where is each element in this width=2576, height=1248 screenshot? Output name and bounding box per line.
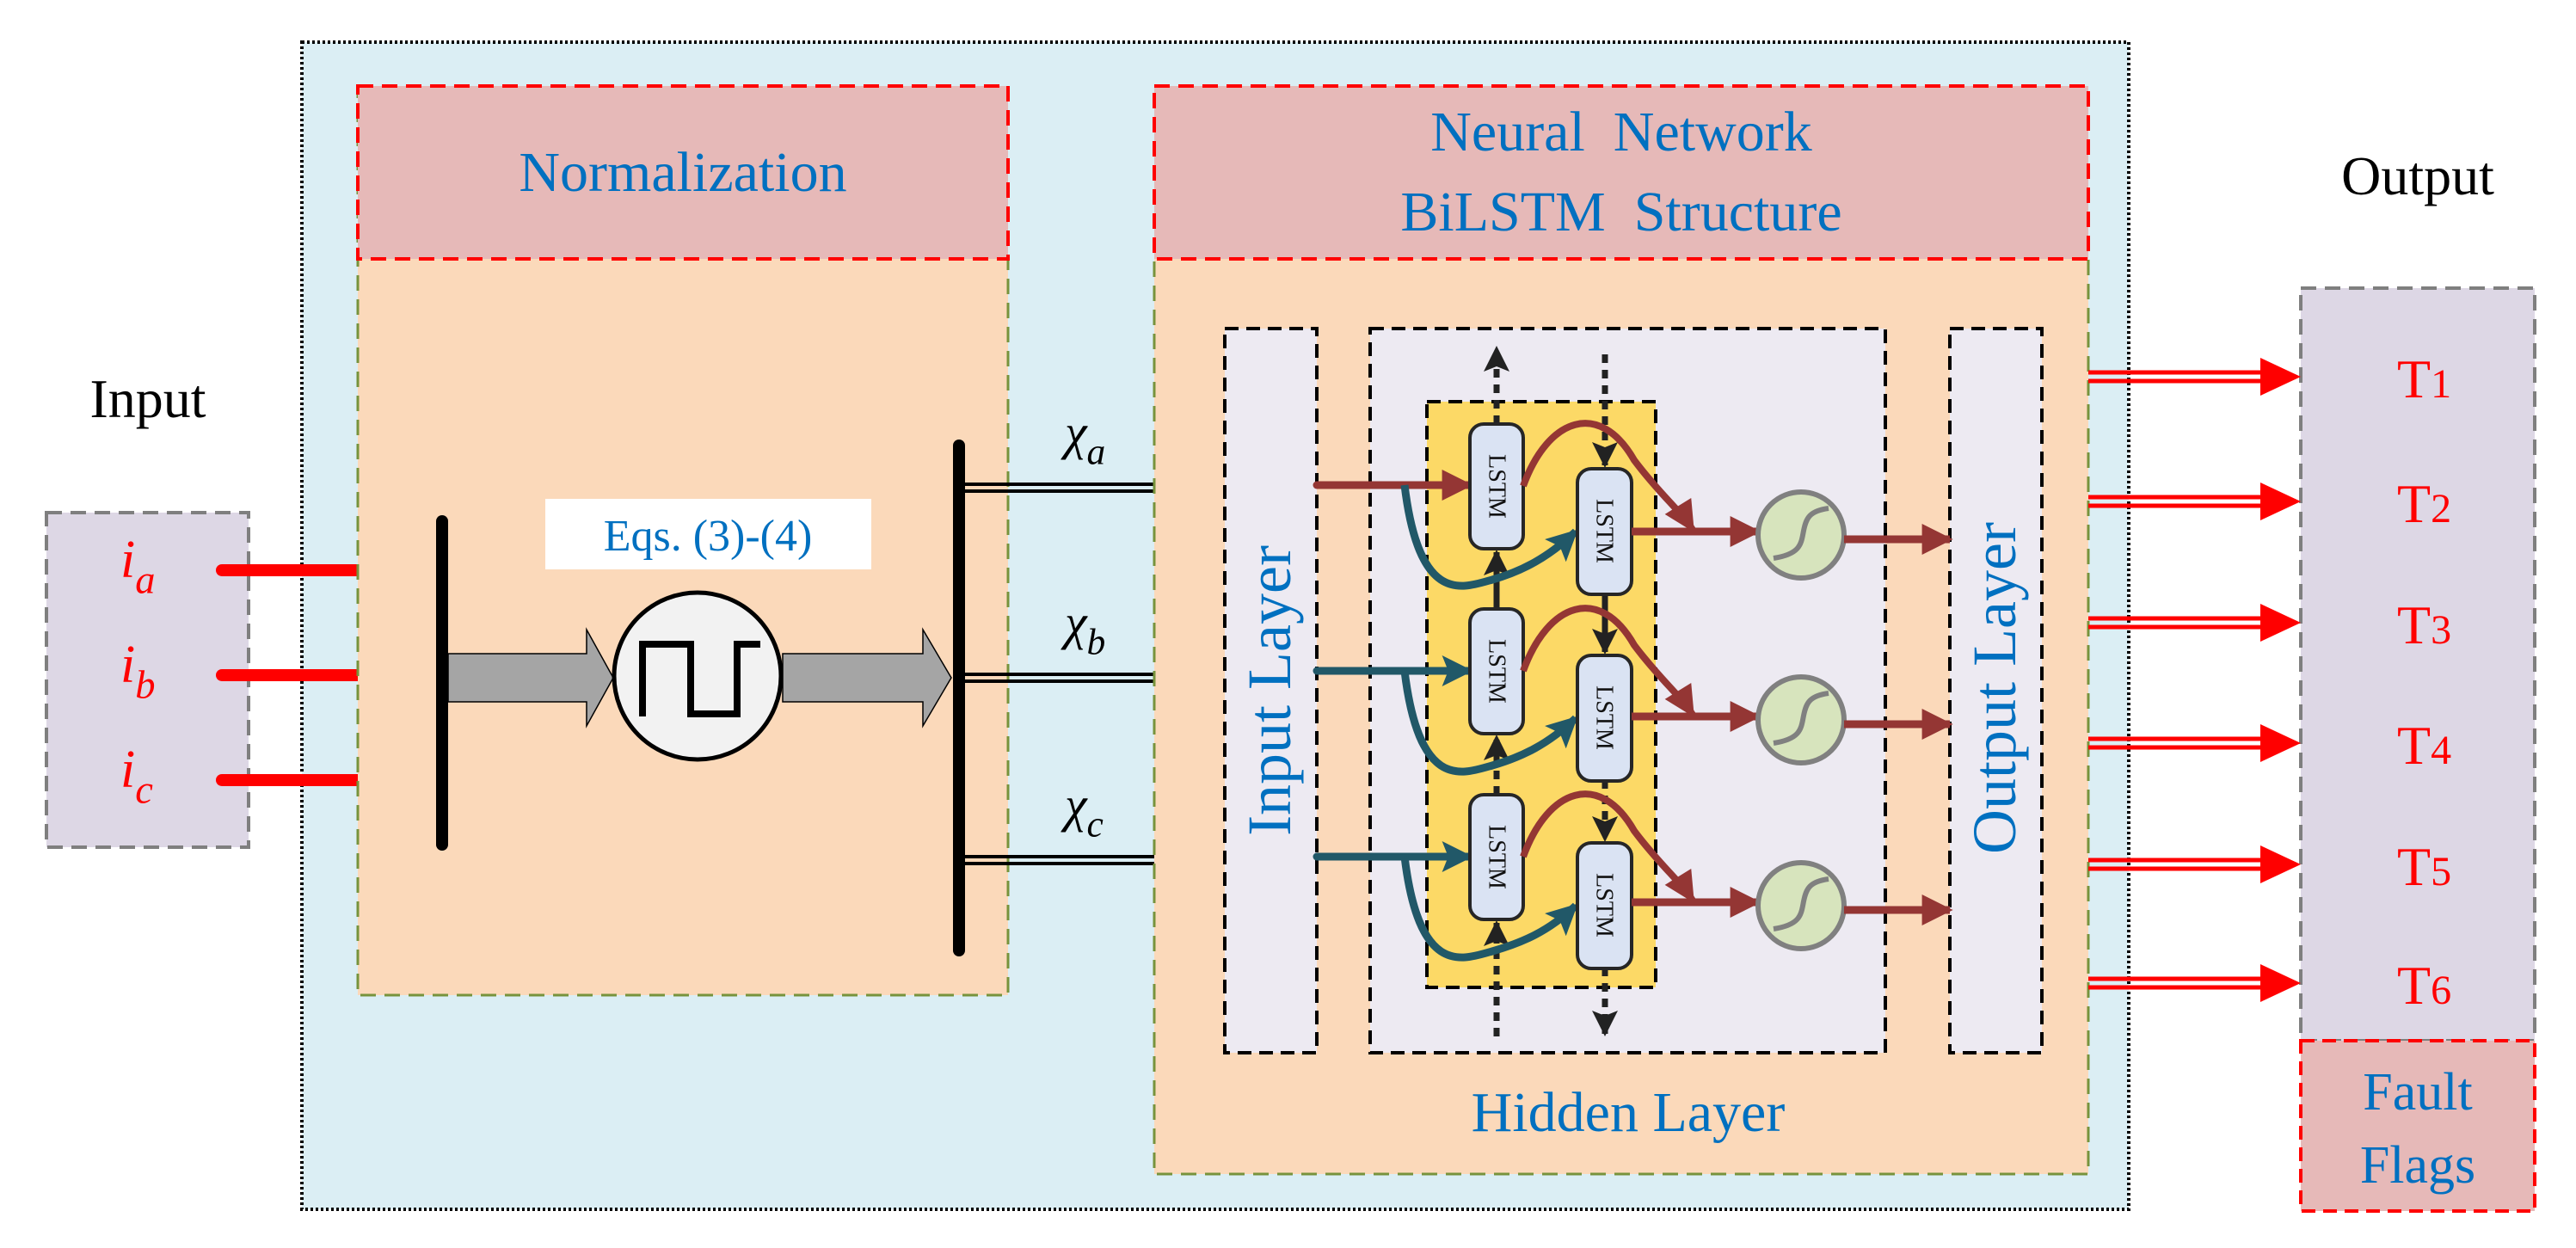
hidden-layer-label: Hidden Layer xyxy=(1472,1081,1786,1144)
input-layer-label: Input Layer xyxy=(1235,545,1304,836)
switch-label: T2 xyxy=(2397,473,2451,534)
fault-flags-box xyxy=(2299,1039,2536,1213)
switch-label: T3 xyxy=(2397,594,2451,655)
process-arrow-in xyxy=(447,627,614,729)
input-signal-label-base: i xyxy=(120,741,135,799)
input-signal-label: ic xyxy=(120,741,153,813)
switch-label: T5 xyxy=(2397,836,2451,897)
input-signal-label-subscript: b xyxy=(135,664,155,708)
input-layer-box xyxy=(1223,327,1319,1054)
equation-label-box xyxy=(545,499,871,569)
neural-network-title-line2: BiLSTM Structure xyxy=(1400,181,1841,243)
forward-output-arrow xyxy=(1520,605,1696,718)
input-signal-label: ia xyxy=(120,531,155,603)
normalized-signal-label-base: χ xyxy=(1061,777,1088,833)
backward-lstm-cell: LSTM xyxy=(1576,841,1633,970)
backward-lstm-cell: LSTM xyxy=(1576,654,1633,783)
fault-flags-line1: Fault xyxy=(2363,1063,2472,1122)
switch-label-index: 2 xyxy=(2431,486,2451,532)
output-arrowhead xyxy=(2260,604,2301,642)
bilstm-internals: LSTM LSTM LSTM LSTM LSTM LSTM xyxy=(1313,346,1953,1036)
switch-label-base: T xyxy=(2397,836,2431,897)
process-arrow-out xyxy=(782,627,952,729)
normalized-signal-label: χa xyxy=(1061,404,1105,472)
switch-label: T6 xyxy=(2397,955,2451,1016)
switch-label-index: 5 xyxy=(2431,849,2451,895)
lstm-cell-box xyxy=(1468,422,1525,550)
neural-network-block: Neural Network BiLSTM Structure Input La… xyxy=(1153,84,2090,1176)
normalized-signal-label-base: χ xyxy=(1061,404,1088,460)
normalization-header xyxy=(356,84,1010,261)
input-to-backward-lstm-arrow xyxy=(1400,484,1579,590)
input-title: Input xyxy=(89,368,206,429)
output-switch-box xyxy=(2299,286,2536,1042)
sigmoid-activation-node xyxy=(1755,860,1847,951)
lstm-cell-label: LSTM xyxy=(1484,639,1510,704)
lstm-cell-label: LSTM xyxy=(1591,499,1618,563)
forward-lstm-cell: LSTM xyxy=(1468,793,1525,921)
switch-label-index: 4 xyxy=(2431,728,2451,773)
normalized-signal-label: χb xyxy=(1061,594,1105,662)
normalized-signal-label-base: χ xyxy=(1061,594,1088,650)
switch-label: T4 xyxy=(2397,715,2451,776)
switch-label-base: T xyxy=(2397,348,2431,409)
output-arrowhead xyxy=(2260,964,2301,1002)
output-arrowhead xyxy=(2260,483,2301,520)
lstm-cell-label: LSTM xyxy=(1591,685,1618,750)
input-signal-box xyxy=(45,511,250,849)
switch-label-base: T xyxy=(2397,955,2431,1016)
forward-output-arrow xyxy=(1520,790,1696,904)
sigmoid-activation-node xyxy=(1755,489,1847,581)
input-signal-label-subscript: c xyxy=(135,769,153,813)
input-signal-label-subscript: a xyxy=(135,559,155,603)
output-layer-box xyxy=(1948,327,2044,1054)
switch-label-base: T xyxy=(2397,594,2431,655)
normalization-block: Normalization Eqs. (3)-(4) xyxy=(356,84,1010,997)
forward-lstm-cell: LSTM xyxy=(1468,607,1525,735)
backward-lstm-cell: LSTM xyxy=(1576,467,1633,596)
normalized-signal-label-subscript: c xyxy=(1087,803,1104,845)
output-arrowhead xyxy=(2260,358,2301,396)
equation-label: Eqs. (3)-(4) xyxy=(604,512,813,561)
neural-network-header xyxy=(1153,84,2090,261)
input-to-backward-lstm-arrow xyxy=(1400,856,1579,962)
output-arrowhead xyxy=(2260,845,2301,883)
switch-label-index: 1 xyxy=(2431,361,2451,407)
sigmoid-activation-node xyxy=(1755,674,1847,765)
lstm-cell-box xyxy=(1468,793,1525,921)
input-signal-label-base: i xyxy=(120,531,135,589)
lstm-cell-label: LSTM xyxy=(1484,825,1510,889)
lstm-cell-label: LSTM xyxy=(1591,873,1618,938)
switch-label-base: T xyxy=(2397,715,2431,776)
switch-label-index: 6 xyxy=(2431,968,2451,1013)
output-layer-label: Output Layer xyxy=(1960,522,2029,854)
normalization-function-circle xyxy=(612,590,784,762)
lstm-cell-label: LSTM xyxy=(1484,454,1510,519)
square-wave-icon xyxy=(639,641,760,717)
sigmoid-curve-icon xyxy=(1773,506,1829,561)
output-title: Output xyxy=(2341,145,2494,206)
forward-output-arrow xyxy=(1520,420,1696,533)
sigmoid-curve-icon xyxy=(1773,691,1829,746)
output-arrowhead xyxy=(2260,724,2301,762)
normalized-signal-label-subscript: a xyxy=(1087,431,1106,472)
normalization-title: Normalization xyxy=(519,141,846,204)
neural-network-title-line1: Neural Network xyxy=(1430,101,1812,163)
normalized-signal-label-subscript: b xyxy=(1087,621,1106,662)
forward-lstm-cell: LSTM xyxy=(1468,422,1525,550)
sigmoid-curve-icon xyxy=(1773,876,1829,931)
input-signal-label: ib xyxy=(120,636,155,708)
input-to-backward-lstm-arrow xyxy=(1400,670,1579,776)
switch-label: T1 xyxy=(2397,348,2451,409)
switch-label-base: T xyxy=(2397,473,2431,534)
fault-flags-line2: Flags xyxy=(2360,1136,2475,1195)
lstm-cell-box xyxy=(1468,607,1525,735)
input-signal-label-base: i xyxy=(120,636,135,694)
normalized-signal-label: χc xyxy=(1061,777,1104,845)
switch-label-index: 3 xyxy=(2431,607,2451,653)
